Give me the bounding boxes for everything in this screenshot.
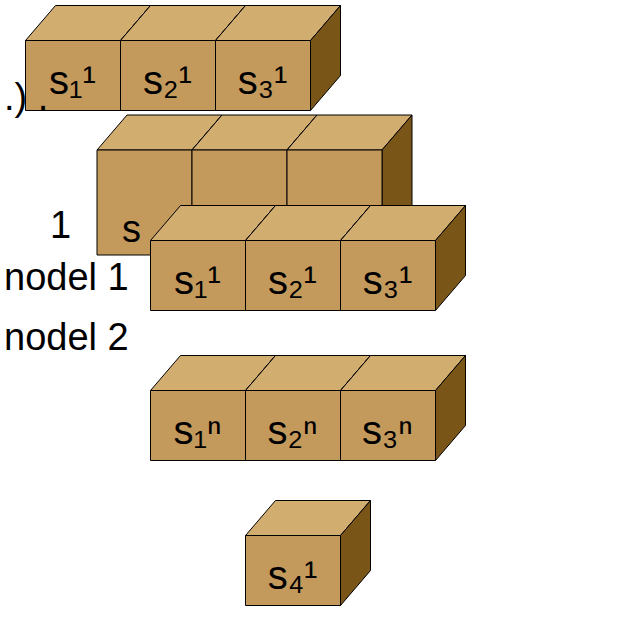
cube-box: s₃¹ [215,5,341,111]
cube-label: s₂¹ [143,58,192,102]
slide-text: 1 [50,204,71,248]
slide-text: s [122,208,141,252]
cube-label: s₄¹ [268,553,318,597]
slide-text: nodel 1 [4,256,129,300]
cube-box: s₃ⁿ [340,355,466,461]
slide-text: .) . [4,76,48,120]
cube-label: s₂ⁿ [267,408,317,452]
cube-box: s₃¹ [340,205,466,311]
slide-text: nodel 2 [4,316,129,360]
cube-label: s₁ⁿ [173,408,221,452]
cube-label: s₃ⁿ [362,408,413,452]
front-face: s₂ⁿ [245,390,340,460]
front-face: s₄¹ [245,535,340,605]
front-face: s₃ⁿ [340,390,435,460]
cube-label: s₁¹ [174,258,221,302]
front-face: s₃¹ [215,40,310,110]
cube-label: s₂¹ [268,258,317,302]
front-face: s₃¹ [340,240,435,310]
front-face: s₂¹ [120,40,215,110]
front-face: s₂¹ [245,240,340,310]
front-face: s₁¹ [150,240,245,310]
cube-label: s₁¹ [49,58,96,102]
cube-box: s₄¹ [245,500,371,606]
cube-label: s₃¹ [363,258,413,302]
cube-label: s₃¹ [238,58,288,102]
front-face: s₁ⁿ [150,390,245,460]
